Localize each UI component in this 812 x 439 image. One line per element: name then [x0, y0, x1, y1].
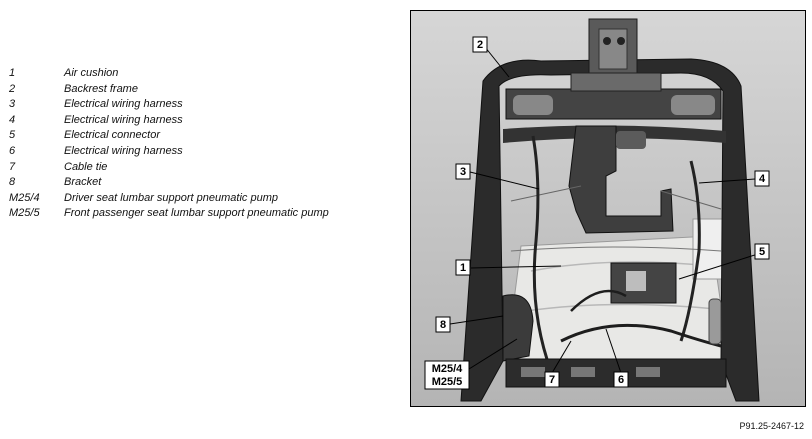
pump-valve: [708, 298, 722, 345]
wiring-harness-branch: [570, 289, 627, 312]
seat-backrest-photo: 2 3 4 5 1 8 M25/4 M25/5 7: [410, 10, 806, 407]
legend-label: Cable tie: [64, 160, 108, 173]
legend-row: M25/5 Front passenger seat lumbar support…: [9, 206, 329, 222]
legend-label: Air cushion: [64, 67, 119, 79]
callout-label-4: 4: [759, 173, 766, 185]
callout-3: 3: [455, 163, 471, 180]
legend-label: Electrical wiring harness: [64, 98, 183, 111]
callout-leader-5: [678, 252, 762, 280]
callout-1: 1: [455, 259, 471, 276]
bolt: [603, 37, 611, 45]
figure-reference-code: P91.25-2467-12: [739, 421, 804, 431]
cushion-seam: [530, 261, 712, 272]
legend-number: 2: [9, 82, 16, 95]
legend-row: 7 Cable tie: [9, 160, 329, 176]
callout-leader-2: [484, 46, 510, 78]
connector-plug: [626, 271, 646, 291]
legend-number: 6: [9, 144, 16, 157]
frame-tube: [671, 95, 715, 115]
legend-row: 1 Air cushion: [9, 66, 329, 82]
legend-number: 8: [9, 176, 16, 189]
legend-row: M25/4 Driver seat lumbar support pneumati…: [9, 191, 329, 207]
pneumatic-pump: [502, 294, 534, 362]
wiring-harness-left: [531, 135, 553, 372]
callout-2: 2: [472, 36, 488, 53]
spring-wire: [510, 185, 582, 202]
callout-leader-6: [605, 328, 622, 374]
lumbar-motor: [616, 131, 646, 149]
legend-label: Driver seat lumbar support pneumatic pum…: [64, 191, 278, 204]
legend-number: 1: [9, 67, 16, 79]
legend-label: Front passenger seat lumbar support pneu…: [64, 207, 329, 220]
wiring-harness-bottom: [560, 323, 722, 348]
legend-row: 3 Electrical wiring harness: [9, 97, 329, 113]
callout-label-7: 7: [549, 374, 555, 386]
legend-label: Electrical wiring harness: [64, 144, 183, 157]
crossbar-slot: [571, 367, 595, 377]
callout-leader-m25: [468, 338, 518, 370]
legend-number: 3: [9, 98, 16, 111]
legend-number: M25/4: [9, 191, 40, 204]
callout-4: 4: [754, 170, 770, 187]
crossbar-slot: [521, 367, 545, 377]
legend-number: 4: [9, 113, 16, 126]
crossbar-slot: [636, 367, 660, 377]
callout-label-m25-4: M25/4: [432, 363, 463, 375]
legend-row: 4 Electrical wiring harness: [9, 113, 329, 129]
legend-number: M25/5: [9, 207, 40, 220]
callout-label-6: 6: [618, 374, 624, 386]
legend-row: 2 Backrest frame: [9, 82, 329, 98]
callout-leader-7: [551, 340, 572, 374]
callout-label-5: 5: [759, 246, 765, 258]
legend-label: Electrical connector: [64, 129, 160, 142]
callout-8: 8: [435, 316, 451, 333]
legend-row: 6 Electrical wiring harness: [9, 144, 329, 160]
backrest-illustration: 2 3 4 5 1 8 M25/4 M25/5 7: [411, 11, 805, 406]
legend-number: 7: [9, 160, 16, 173]
callout-label-m25-5: M25/5: [432, 376, 463, 388]
legend-row: 5 Electrical connector: [9, 128, 329, 144]
callout-leader-3: [469, 171, 540, 190]
callout-label-1: 1: [460, 262, 466, 274]
legend-label: Electrical wiring harness: [64, 113, 183, 126]
legend-label: Backrest frame: [64, 82, 138, 95]
spring-wire: [660, 190, 722, 210]
frame-tube: [513, 95, 553, 115]
callout-label-8: 8: [440, 319, 446, 331]
callout-label-3: 3: [460, 166, 466, 178]
headrest-mount-plate: [598, 28, 628, 70]
legend-row: 8 Bracket: [9, 175, 329, 191]
callout-leader-4: [698, 178, 756, 184]
bolt: [617, 37, 625, 45]
callout-leader-8: [449, 315, 504, 325]
callout-label-2: 2: [477, 39, 483, 51]
callout-leader-1: [470, 265, 562, 269]
callout-m25: M25/4 M25/5: [424, 360, 470, 390]
mount-bracket: [570, 72, 662, 92]
callout-7: 7: [544, 371, 560, 388]
wiring-harness-right: [679, 160, 701, 342]
legend-label: Bracket: [64, 176, 102, 189]
legend-number: 5: [9, 129, 16, 142]
callout-6: 6: [613, 371, 629, 388]
callout-5: 5: [754, 243, 770, 260]
